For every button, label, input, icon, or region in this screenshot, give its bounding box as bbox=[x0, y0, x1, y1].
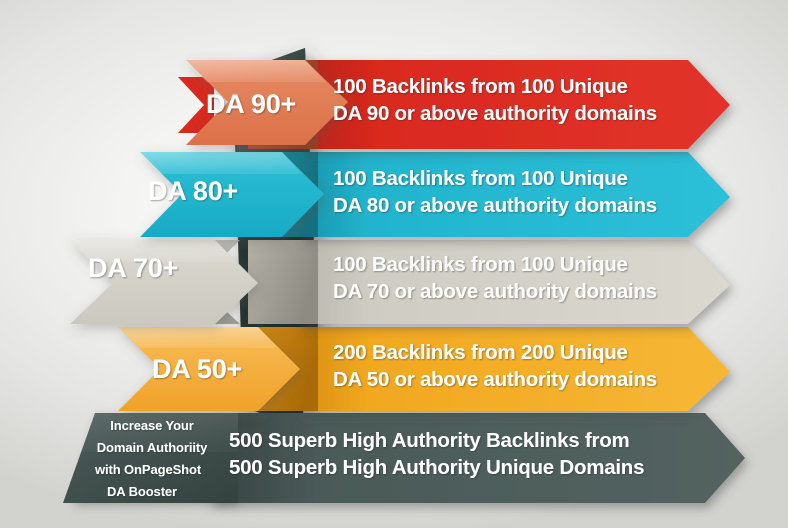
promo-line-1: Increase Your bbox=[110, 418, 194, 433]
panel-text-da-70-line-1: 100 Backlinks from 100 Unique bbox=[333, 253, 628, 276]
panel-text-final-line-2: 500 Superb High Authority Unique Domains bbox=[229, 456, 644, 479]
panel-text-da-50-line-1: 200 Backlinks from 200 Unique bbox=[333, 341, 628, 364]
text-layer: DA 90+ DA 80+ DA 70+ DA 50+ 100 Backlink… bbox=[88, 75, 657, 499]
ribbon-label-da-50: DA 50+ bbox=[152, 354, 242, 384]
panel-text-da-50-line-2: DA 50 or above authority domains bbox=[333, 368, 657, 391]
row-da-final bbox=[63, 413, 745, 503]
panel-text-final-line-1: 500 Superb High Authority Backlinks from bbox=[229, 429, 629, 452]
promo-line-2: Domain Authoriity bbox=[97, 440, 208, 455]
promo-line-3: with OnPageShot bbox=[94, 462, 202, 477]
row-da-70 bbox=[70, 240, 730, 324]
row-da-50 bbox=[118, 327, 730, 411]
panel-text-da-70-line-2: DA 70 or above authority domains bbox=[333, 280, 657, 303]
ribbon-label-da-90: DA 90+ bbox=[206, 89, 296, 119]
ribbon-label-da-70: DA 70+ bbox=[88, 253, 178, 283]
ribbon-label-da-80: DA 80+ bbox=[148, 176, 238, 206]
promo-line-4: DA Booster bbox=[107, 484, 177, 499]
panel-text-da-80-line-2: DA 80 or above authority domains bbox=[333, 194, 657, 217]
row-da-90 bbox=[178, 60, 730, 149]
row-da-80 bbox=[140, 152, 730, 237]
panel-text-da-90-line-1: 100 Backlinks from 100 Unique bbox=[333, 75, 628, 98]
panel-text-da-80-line-1: 100 Backlinks from 100 Unique bbox=[333, 167, 628, 190]
panel-text-da-90-line-2: DA 90 or above authority domains bbox=[333, 102, 657, 125]
